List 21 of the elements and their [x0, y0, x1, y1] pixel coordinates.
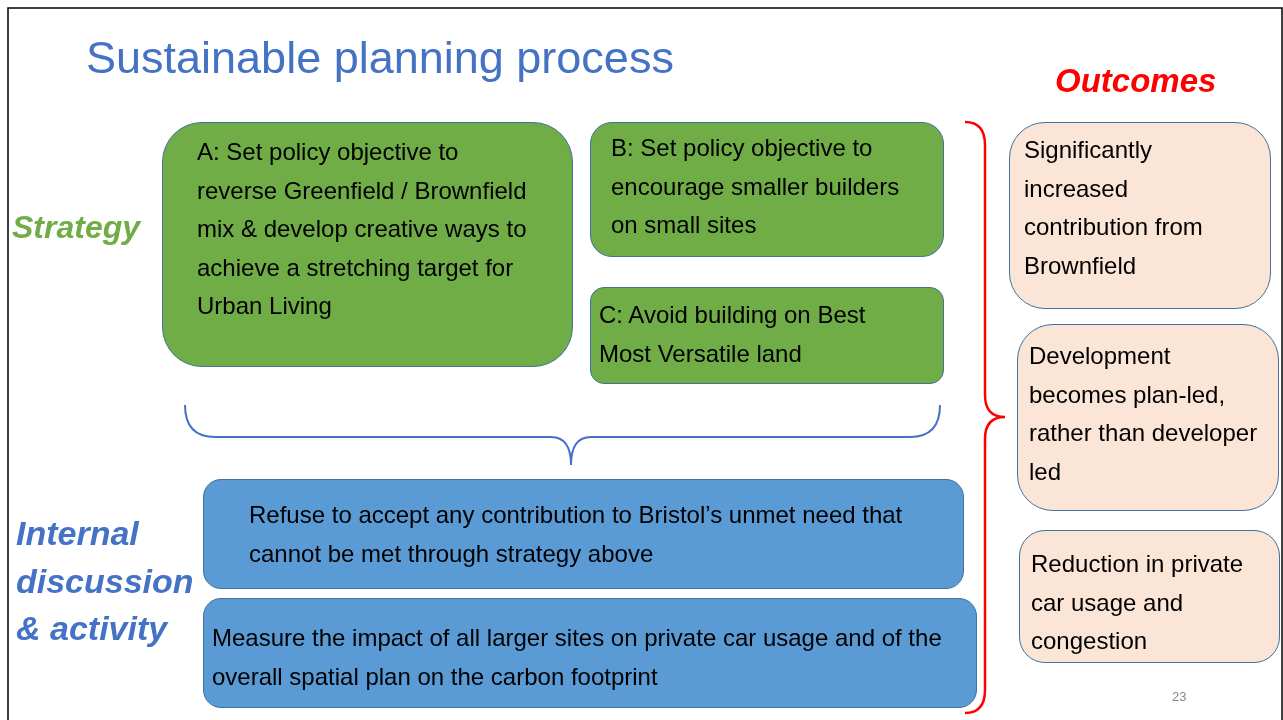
outcome-box [1019, 530, 1280, 663]
strategy-box [590, 122, 944, 257]
box-text: Refuse to accept any contribution to Bristol’s unmet need that cannot be met through strategy above [249, 500, 904, 569]
box-text: Reduction in private car usage and congestion [1031, 549, 1245, 656]
box-text: Measure the impact of all larger sites on private car usage and of the overall spatial plan on the carbon footprint [212, 623, 943, 692]
outcome-box [1009, 122, 1271, 309]
row-label: Internal discussion & activity [16, 513, 195, 650]
strategy-box [590, 287, 944, 384]
box-text: B: Set policy objective to encourage smaller builders on small sites [611, 133, 901, 240]
slide-title: Sustainable planning process [86, 32, 674, 84]
activity-box [203, 598, 977, 708]
activity-box [203, 479, 964, 589]
page-number: 23 [1172, 688, 1188, 706]
box-text: A: Set policy objective to reverse Greenfield / Brownfield mix & develop creative ways to achieve a stretching target for Urban Living [197, 137, 528, 321]
outcome-box [1017, 324, 1279, 511]
outcomes-heading: Outcomes [1055, 61, 1218, 101]
box-text: Significantly increased contribution from Brownfield [1024, 135, 1204, 281]
strategy-box [162, 122, 573, 367]
row-label: Strategy [12, 208, 142, 247]
box-text: C: Avoid building on Best Most Versatile land [599, 300, 867, 369]
box-text: Development becomes plan-led, rather than developer led [1029, 341, 1258, 487]
